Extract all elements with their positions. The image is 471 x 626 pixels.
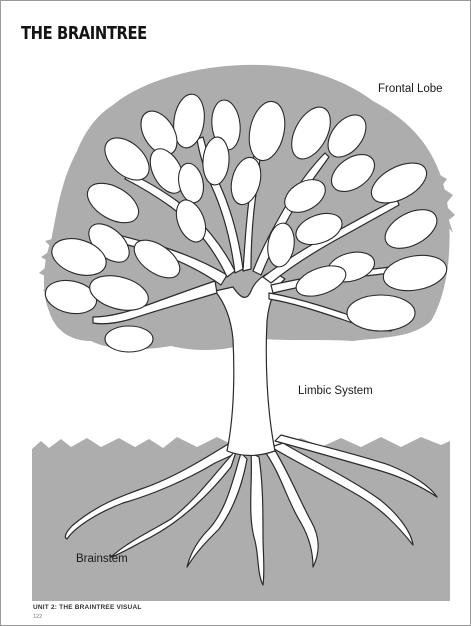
- frontal-lobe-label: Frontal Lobe: [378, 83, 443, 95]
- page-number: 122: [33, 614, 42, 620]
- leaf-icon: [347, 295, 415, 331]
- footer-unit-title: UNIT 2: THE BRAINTREE VISUAL: [33, 604, 142, 611]
- page-title: THE BRAINTREE: [21, 23, 147, 44]
- brainstem-label: Brainstem: [76, 553, 128, 565]
- limbic-system-label: Limbic System: [298, 385, 373, 397]
- leaf-icon: [105, 326, 153, 352]
